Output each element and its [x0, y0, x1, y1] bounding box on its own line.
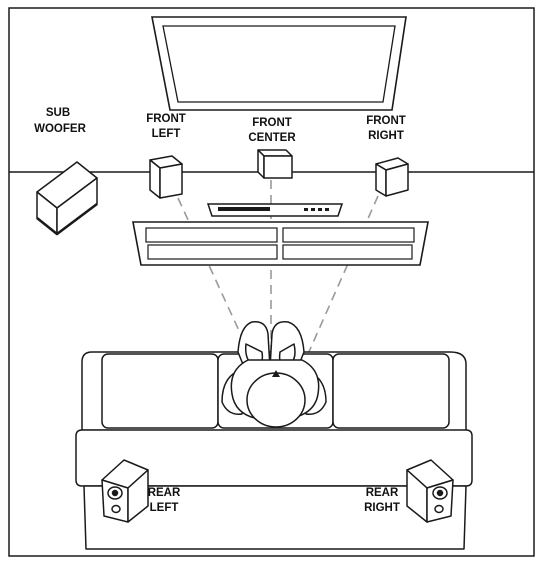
label-front-left-line2: LEFT	[152, 128, 181, 140]
sofa-back-cushion-right	[332, 353, 450, 429]
speaker-icon-front-center	[257, 149, 293, 179]
label-front-left-line1: FRONT	[146, 113, 186, 125]
listener-head	[246, 372, 306, 428]
speaker-icon-front-right	[375, 157, 409, 197]
speaker-icon-rear-left	[101, 459, 149, 523]
label-sub-woofer-line2: WOOFER	[34, 123, 86, 135]
label-front-right-line1: FRONT	[366, 115, 406, 127]
sofa-back-cushion-left	[101, 353, 219, 429]
label-sub-woofer-line1: SUB	[46, 107, 70, 119]
label-rear-right-line2: RIGHT	[364, 502, 400, 514]
subwoofer-icon	[36, 161, 98, 236]
listener-icon	[221, 321, 327, 428]
tv-stand-icon	[132, 221, 429, 266]
speaker-icon-rear-right	[406, 459, 454, 523]
speaker-icon-front-left	[149, 155, 183, 199]
tv-icon	[151, 16, 407, 111]
soundbar-icon	[206, 203, 344, 217]
label-front-center-line2: CENTER	[248, 132, 296, 144]
label-rear-right-line1: REAR	[366, 487, 399, 499]
label-front-center-line1: FRONT	[252, 117, 292, 129]
label-rear-left-line1: REAR	[148, 487, 181, 499]
label-front-right-line2: RIGHT	[368, 130, 404, 142]
label-rear-left-line2: LEFT	[150, 502, 179, 514]
